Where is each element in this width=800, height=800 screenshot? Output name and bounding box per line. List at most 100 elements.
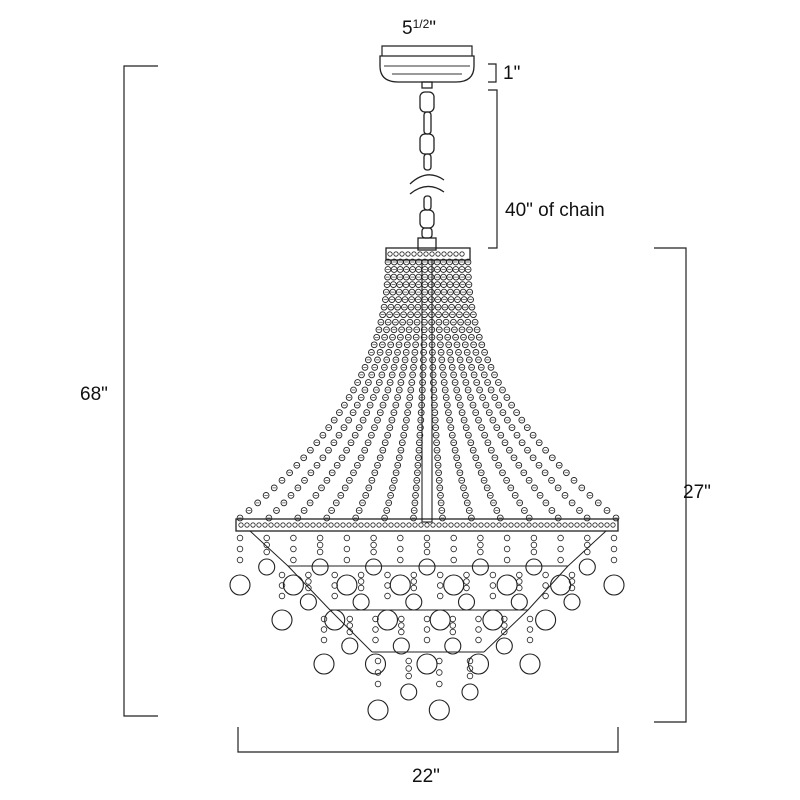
strand-bead <box>412 492 419 499</box>
strand-bead <box>435 469 442 477</box>
strand-bead <box>446 349 454 356</box>
top-ring-bead <box>441 251 447 257</box>
drop-bead <box>489 582 497 589</box>
drop-bead <box>557 545 564 553</box>
strand-bead <box>524 446 531 454</box>
strand-bead <box>313 461 321 469</box>
drop-bead <box>410 584 417 592</box>
strand-bead <box>465 273 472 281</box>
strand-bead <box>394 349 401 356</box>
strand-bead <box>491 454 499 462</box>
strand-bead <box>413 318 421 326</box>
strand-bead <box>379 311 386 319</box>
strand-bead <box>381 514 388 522</box>
drop-bead <box>466 665 474 672</box>
drop-bead <box>501 628 508 636</box>
strand-bead <box>361 446 369 454</box>
strand-bead <box>462 379 470 386</box>
top-ring-bead <box>459 251 465 257</box>
ball-crystal <box>495 637 513 655</box>
strand-bead <box>443 326 451 334</box>
drop-bead <box>475 626 482 633</box>
strand-bead <box>529 431 537 439</box>
strand-bead <box>358 371 365 379</box>
strand-bead <box>464 266 472 273</box>
strand-bead <box>441 296 448 303</box>
drop-bead <box>370 534 377 542</box>
strand-bead <box>412 484 420 492</box>
drop-bead <box>477 541 484 549</box>
strand-bead <box>404 333 412 341</box>
strand-bead <box>370 341 378 349</box>
strand-bead <box>364 439 372 447</box>
strand-bead <box>460 416 468 424</box>
strand-bead <box>473 326 481 334</box>
strand-bead <box>410 507 418 514</box>
strand-bead <box>468 333 475 341</box>
ball-crystal <box>341 637 359 655</box>
strand-bead <box>453 341 461 349</box>
drop-bead <box>526 636 534 644</box>
bottom-ring-bead <box>406 522 412 528</box>
strand-bead <box>468 303 476 311</box>
drop-bead <box>372 626 379 633</box>
strand-bead <box>436 484 444 492</box>
strand-bead <box>402 281 410 288</box>
strand-bead <box>407 303 415 311</box>
strand-bead <box>441 303 449 311</box>
strand-bead <box>451 446 459 454</box>
drop-bead <box>437 571 444 579</box>
strand-bead <box>401 303 408 311</box>
drop-bead <box>398 628 405 636</box>
drop-bead <box>557 556 564 564</box>
strand-bead <box>477 469 485 477</box>
strand-bead <box>496 514 504 522</box>
strand-bead <box>374 461 381 469</box>
strand-bead <box>392 356 400 364</box>
bottom-ring-bead <box>508 522 514 528</box>
strand-bead <box>490 499 497 507</box>
ball-crystal <box>229 574 251 596</box>
strand-bead <box>441 386 449 394</box>
strand-bead <box>473 379 481 386</box>
strand-bead <box>376 349 384 356</box>
strand-bead <box>487 364 495 371</box>
bottom-ring-bead <box>436 522 442 528</box>
drop-bead <box>449 615 456 623</box>
strand-bead <box>493 424 501 431</box>
strand-bead <box>542 499 550 507</box>
dimension-lines <box>123 45 687 753</box>
drop-bead <box>449 628 456 636</box>
strand-bead <box>378 371 386 379</box>
bottom-ring-bead <box>598 522 604 528</box>
strand-bead <box>404 409 411 416</box>
strand-bead <box>432 424 439 431</box>
strand-bead <box>413 326 421 334</box>
drop-bead <box>384 571 391 579</box>
strand-bead <box>377 318 385 326</box>
drop-bead <box>263 541 270 549</box>
strand-bead <box>515 461 523 469</box>
strand-bead <box>554 484 562 492</box>
strand-bead <box>380 303 388 311</box>
bottom-ring-bead <box>244 522 250 528</box>
strand-bead <box>444 333 452 341</box>
strand-bead <box>531 484 538 492</box>
strand-bead <box>481 431 488 439</box>
drop-bead <box>357 578 365 585</box>
ball-crystal <box>471 558 489 576</box>
drop-bead <box>542 592 549 600</box>
ball-crystal <box>282 574 304 596</box>
strand-bead <box>561 492 569 499</box>
strand-bead <box>383 326 390 334</box>
center-rod <box>421 259 433 523</box>
strand-bead <box>363 409 371 416</box>
strand-bead <box>418 401 425 409</box>
bottom-ring-bead <box>376 522 382 528</box>
bottom-ring-bead <box>322 522 328 528</box>
drop-bead <box>450 534 457 542</box>
strand-bead <box>471 318 479 326</box>
strand-bead <box>455 303 462 311</box>
strand-bead <box>421 288 429 296</box>
drop-bead <box>526 626 534 633</box>
